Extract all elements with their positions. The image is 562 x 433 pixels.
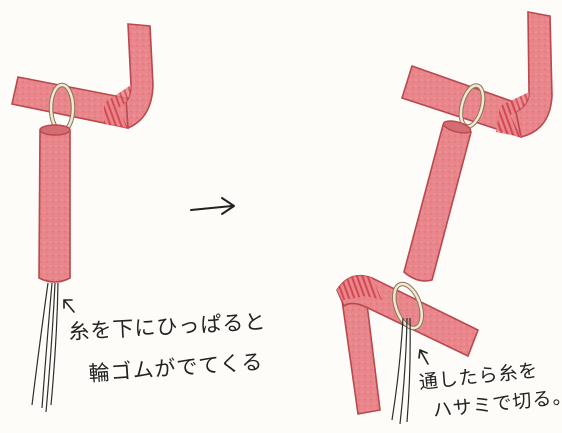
step-arrow-icon	[190, 197, 235, 215]
right-lower-l-bend	[337, 275, 382, 300]
left-step-figure	[11, 23, 154, 413]
right-pointer-arrow-icon	[418, 349, 429, 365]
left-threads	[31, 282, 59, 413]
right-lower-l-vertical	[341, 295, 381, 415]
right-middle-straw	[403, 122, 472, 282]
right-step-figure	[336, 11, 553, 425]
left-pointer-arrow-icon	[63, 299, 75, 313]
right-l-straw-bend	[496, 92, 530, 137]
left-vertical-straw	[38, 124, 71, 283]
right-threads	[391, 317, 411, 425]
left-l-straw-bend	[104, 85, 131, 128]
